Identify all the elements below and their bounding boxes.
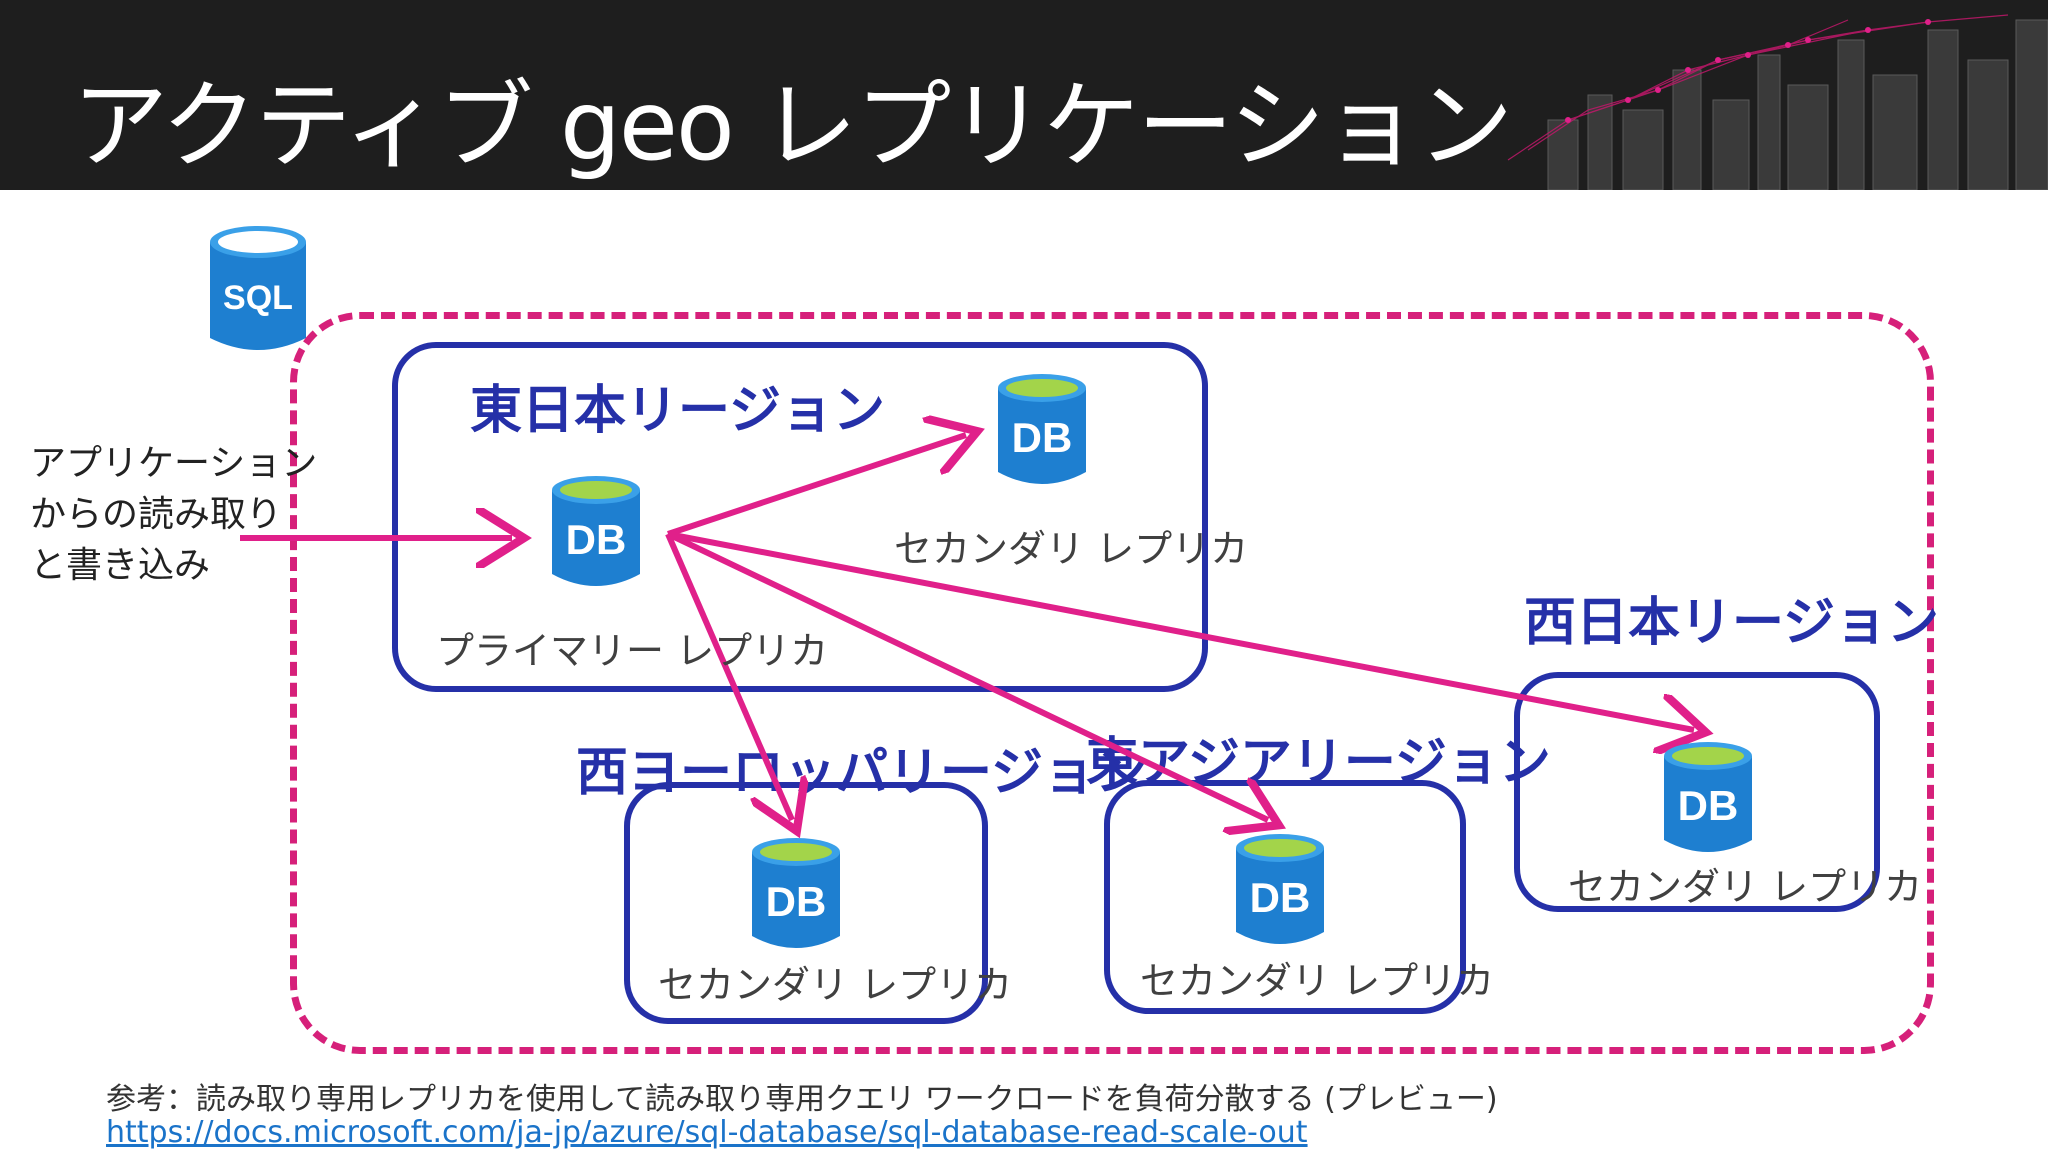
reference-text: 参考：読み取り専用レプリカを使用して読み取り専用クエリ ワークロードを負荷分散す… [106,1082,1498,1117]
secondary-db-icon-label-east-japan: DB [1012,414,1073,461]
secondary-db-icon-label-west-japan: DB [1678,782,1739,829]
secondary-db-icon-west-japan: DB [1664,742,1752,852]
secondary-replica-label-west-japan: セカンダリ レプリカ [1568,865,1923,909]
sql-database-icon: SQL [210,226,306,350]
region-label-west-japan: 西日本リージョン [1524,593,1939,653]
secondary-db-icon-east-japan: DB [998,374,1086,484]
app-text-line-1: アプリケーション [30,443,318,484]
primary-replica-label: プライマリー レプリカ [436,629,829,673]
secondary-replica-label-west-europe: セカンダリ レプリカ [658,963,1013,1007]
secondary-replica-label-east-asia: セカンダリ レプリカ [1140,959,1495,1003]
slide-header: アクティブ geo レプリケーション [0,0,2048,190]
primary-db-icon: DB [552,476,640,586]
region-box-west-japan [1514,672,1880,912]
secondary-db-icon-label-east-asia: DB [1250,874,1311,921]
secondary-db-icon-label-west-europe: DB [766,878,827,925]
failover-group-boundary [290,312,1934,1054]
reference-link[interactable]: https://docs.microsoft.com/ja-jp/azure/s… [106,1115,1308,1150]
secondary-replica-label-east-japan: セカンダリ レプリカ [894,527,1249,571]
sql-icon-label: SQL [223,279,293,317]
secondary-db-icon-east-asia: DB [1236,834,1324,944]
city-network-graphic [1507,14,2048,190]
application-read-write-label: アプリケーション からの読み取り と書き込み [30,438,317,591]
primary-db-icon-label: DB [566,516,627,563]
app-text-line-2: からの読み取り [30,494,283,535]
slide-title: アクティブ geo レプリケーション [72,70,1513,182]
secondary-db-icon-west-europe: DB [752,838,840,948]
region-label-east-japan: 東日本リージョン [470,381,885,441]
app-text-line-3: と書き込み [30,545,211,586]
